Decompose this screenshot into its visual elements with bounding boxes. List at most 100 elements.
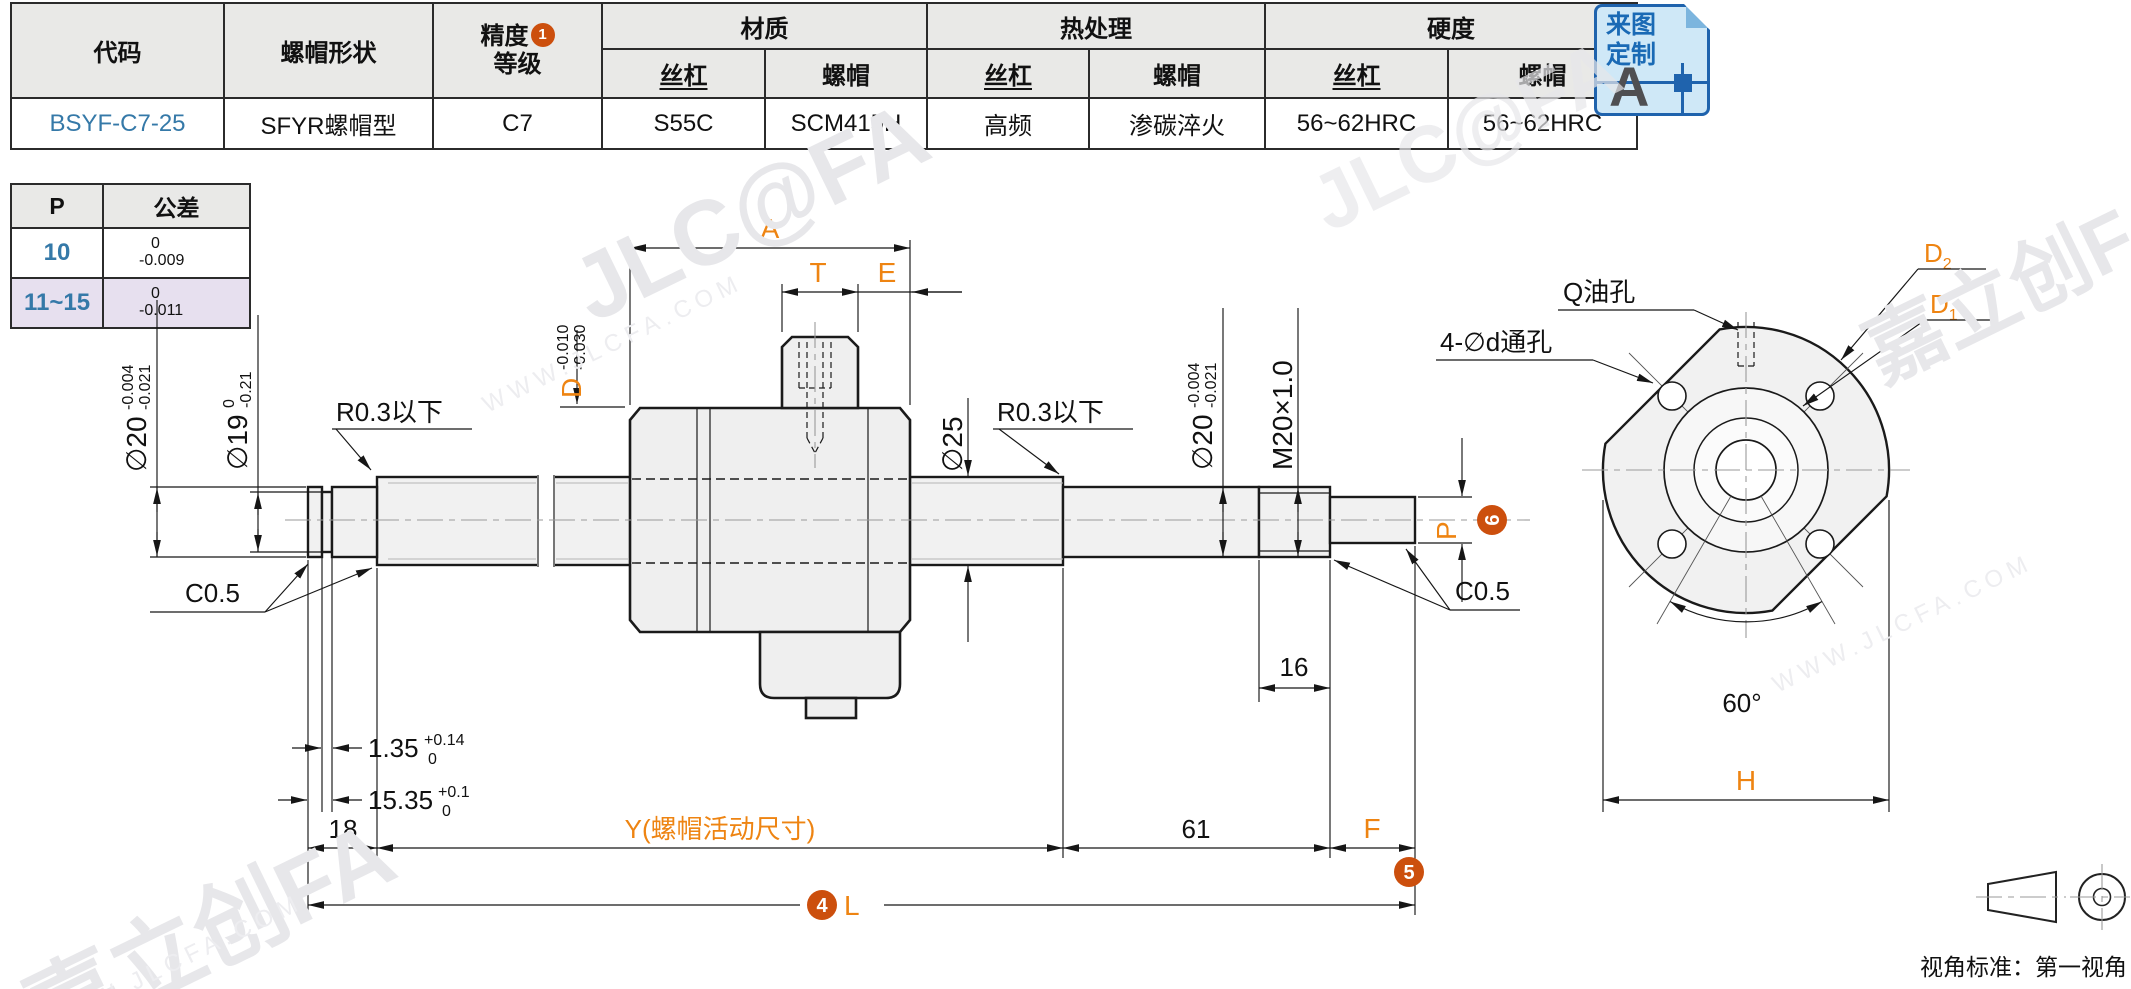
badge-hline <box>1597 81 1707 84</box>
tol-row: 11~15 0-0.011 <box>10 277 251 329</box>
col-hardness: 硬度 <box>1264 2 1638 50</box>
svg-text:F: F <box>1363 813 1380 844</box>
svg-text:60°: 60° <box>1722 688 1761 718</box>
dim-A: A <box>629 213 911 405</box>
dim-dia19: ∅19 0 -0.21 <box>221 315 322 553</box>
svg-text:5: 5 <box>1403 862 1414 884</box>
subcol-material-nut: 螺帽 <box>764 48 928 99</box>
tolerance-value: 0-0.009 <box>102 227 251 279</box>
svg-text:H: H <box>1736 765 1756 796</box>
first-angle-projection-icon <box>1976 864 2130 930</box>
svg-text:1.35: 1.35 <box>368 733 419 763</box>
svg-text:∅20: ∅20 <box>121 416 152 472</box>
svg-text:16: 16 <box>1280 652 1309 682</box>
nut-side-view <box>628 322 912 720</box>
dim-m20: M20×1.0 <box>1267 308 1302 557</box>
col-p: P <box>10 183 104 229</box>
tol-row: 10 0-0.009 <box>10 227 251 279</box>
svg-text:0: 0 <box>428 751 437 768</box>
svg-text:-0.21: -0.21 <box>238 371 255 408</box>
custom-badge-letter: A <box>1609 55 1650 118</box>
svg-text:E: E <box>878 257 897 288</box>
svg-text:61: 61 <box>1182 814 1211 844</box>
dim-L: 4 L <box>308 890 1415 921</box>
watermark-url: WWW.JLCFA.COM <box>38 888 308 989</box>
svg-text:C0.5: C0.5 <box>1455 576 1510 606</box>
svg-text:+0.14: +0.14 <box>424 732 465 749</box>
col-nut-shape: 螺帽形状 <box>223 2 434 99</box>
svg-text:T: T <box>809 257 826 288</box>
col-code: 代码 <box>10 2 225 99</box>
svg-text:C0.5: C0.5 <box>185 578 240 608</box>
dim-H: H <box>1602 500 1890 812</box>
svg-text:R0.3以下: R0.3以下 <box>336 397 443 427</box>
watermark-brand-cn: 嘉立创FA <box>1850 168 2131 399</box>
svg-text:18: 18 <box>329 814 358 844</box>
bottom-extension-lines <box>307 546 1416 915</box>
svg-text:∅20: ∅20 <box>1187 414 1218 470</box>
callout-D2: D2 <box>1840 238 1986 361</box>
nut-shape-value: SFYR螺帽型 <box>223 97 434 150</box>
dim-16: 16 <box>1258 560 1331 858</box>
dim-15-35: 15.35 +0.1 0 <box>278 784 470 820</box>
tolerance-value: 0-0.011 <box>102 277 251 329</box>
svg-text:-0.021: -0.021 <box>137 365 154 410</box>
footnote-badge-1: 1 <box>530 22 555 47</box>
footnote-badge-6 <box>1477 505 1507 535</box>
watermark-url: WWW.JLCFA.COM <box>478 268 748 419</box>
dim-F: F 5 <box>1330 813 1424 887</box>
custom-drawing-badge[interactable]: 来图定制 A <box>1594 4 1710 118</box>
subcol-hardness-screw: 丝杠 <box>1264 48 1449 99</box>
dim-61: 61 <box>1063 814 1330 852</box>
callout-r03-left: R0.3以下 <box>332 397 472 471</box>
precision-value: C7 <box>432 97 603 150</box>
svg-text:D1: D1 <box>1930 289 1958 324</box>
svg-text:-0.021: -0.021 <box>1203 363 1220 408</box>
svg-text:4-∅d通孔: 4-∅d通孔 <box>1440 327 1552 357</box>
svg-text:Y(螺帽活动尺寸): Y(螺帽活动尺寸) <box>625 814 816 844</box>
p-value: 10 <box>10 227 104 279</box>
dim-E: E <box>858 257 962 296</box>
svg-text:0: 0 <box>221 399 238 408</box>
flange-end-view <box>1582 312 1910 638</box>
watermark-brand-cn: 嘉立创FA <box>11 802 410 989</box>
callout-r03-right: R0.3以下 <box>993 397 1133 475</box>
svg-text:M20×1.0: M20×1.0 <box>1267 360 1298 470</box>
callout-oil-hole: Q油孔 <box>1558 277 1739 331</box>
spec-row: BSYF-C7-25 SFYR螺帽型 C7 S55C SCM415H 高频 渗碳… <box>10 97 1638 150</box>
pitch-tolerance-table: P 公差 10 0-0.009 11~15 0-0.011 <box>10 183 251 329</box>
dim-18: 18 <box>308 814 377 852</box>
screw-shaft-side-view <box>306 472 1417 570</box>
svg-text:-0.004: -0.004 <box>1186 363 1203 408</box>
dim-dia25: ∅25 <box>937 398 972 642</box>
svg-text:∅25: ∅25 <box>937 416 968 472</box>
material-screw-value: S55C <box>601 97 766 150</box>
heat-nut-value: 渗碳淬火 <box>1088 97 1266 150</box>
material-nut-value: SCM415H <box>764 97 928 150</box>
callout-through-holes: 4-∅d通孔 <box>1436 327 1654 384</box>
heat-screw-value: 高频 <box>926 97 1090 150</box>
part-code: BSYF-C7-25 <box>10 97 225 150</box>
custom-badge-line2: 定制 <box>1606 40 1657 69</box>
hardness-screw-value: 56~62HRC <box>1264 97 1449 150</box>
svg-text:Q油孔: Q油孔 <box>1563 277 1635 307</box>
col-heat: 热处理 <box>926 2 1266 50</box>
dim-dia20-left: ∅20 -0.004 -0.021 <box>120 300 306 558</box>
footnote-badge-4 <box>807 890 837 920</box>
dim-Y: Y(螺帽活动尺寸) <box>377 814 1063 852</box>
dim-dia20-right: ∅20 -0.004 -0.021 <box>1186 308 1227 557</box>
precision-line2: 等级 <box>493 50 542 78</box>
svg-text:∅19: ∅19 <box>222 414 253 470</box>
svg-text:L: L <box>844 890 860 921</box>
svg-text:-0.004: -0.004 <box>120 365 137 410</box>
callout-D1: D1 <box>1802 289 1993 407</box>
bolt-hole <box>1657 529 1687 559</box>
svg-text:4: 4 <box>816 895 828 917</box>
subcol-heat-screw: 丝杠 <box>926 48 1090 99</box>
subcol-heat-nut: 螺帽 <box>1088 48 1266 99</box>
svg-text:15.35: 15.35 <box>368 785 433 815</box>
subcol-material-screw: 丝杠 <box>601 48 766 99</box>
